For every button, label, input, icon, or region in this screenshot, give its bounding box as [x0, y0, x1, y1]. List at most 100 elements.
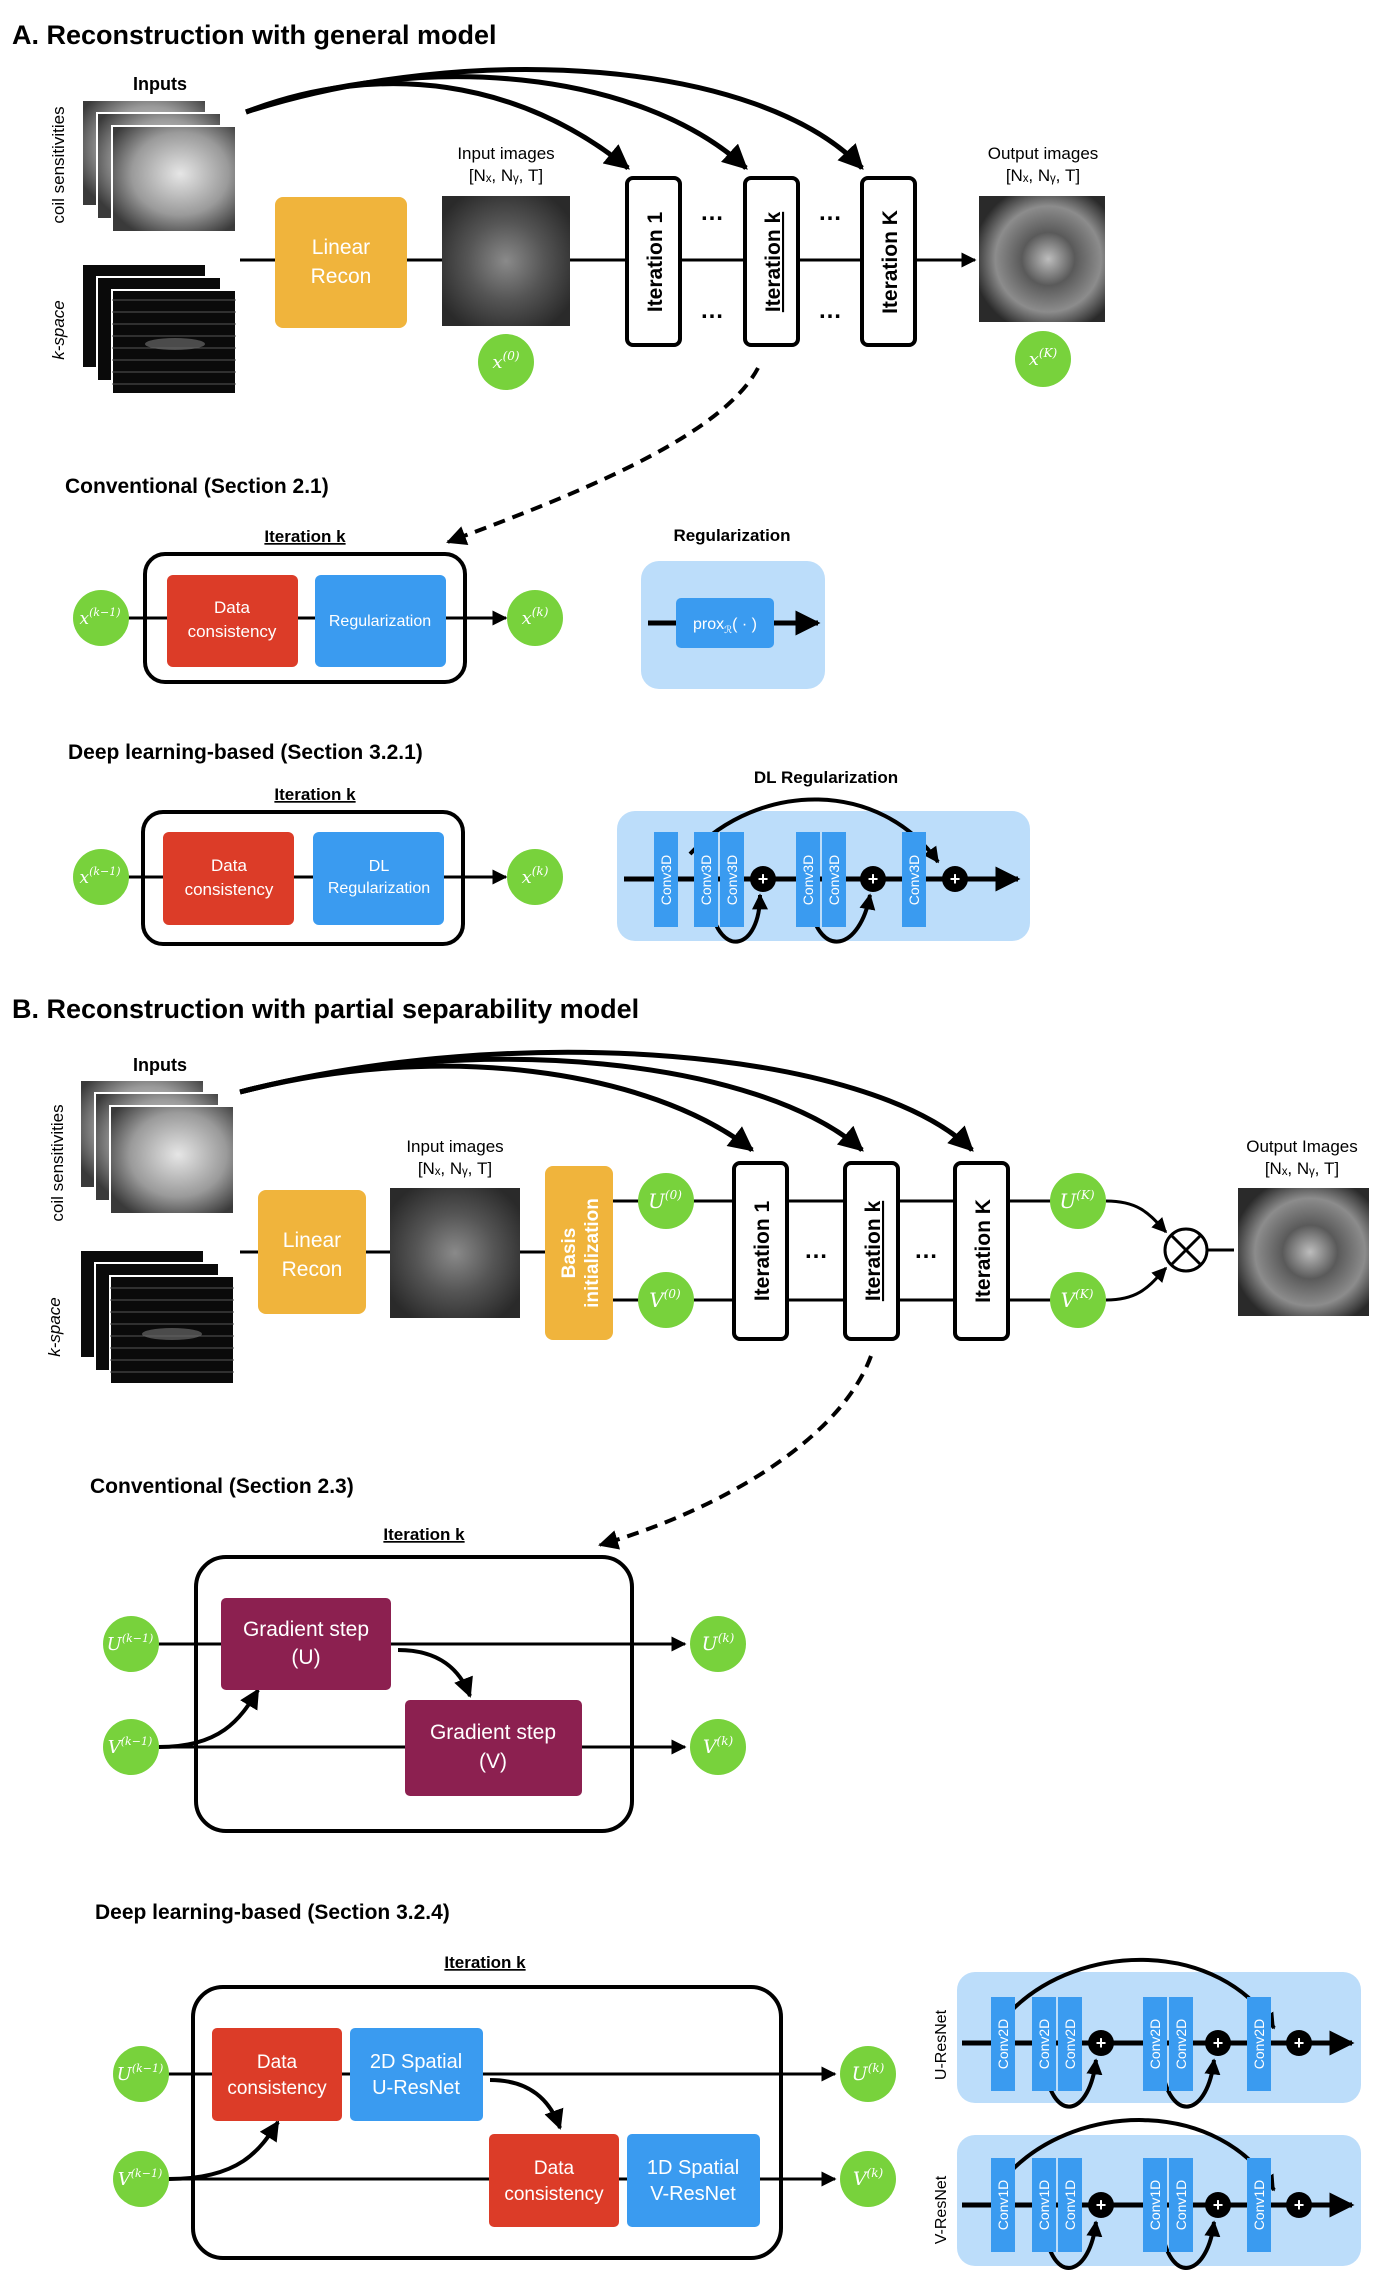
conv3d-label-1: Conv3D	[658, 855, 674, 906]
conv2d-block-1	[991, 1997, 1015, 2091]
dc-u-label-2: consistency	[227, 2078, 327, 2099]
gradient-step-U-box	[221, 1598, 391, 1690]
panel-a: A. Reconstruction with general model Inp…	[12, 20, 1105, 946]
conv2d-block-3	[1058, 1997, 1082, 2091]
output-image	[979, 196, 1105, 322]
gradV-label-2: (V)	[479, 1750, 507, 1773]
plus-nodes-v: + + +	[1088, 2192, 1312, 2218]
dc-v-label-2: consistency	[504, 2184, 604, 2205]
data-label-2: consistency	[188, 622, 277, 641]
iterk-frame-b-dl	[191, 1985, 783, 2260]
v-resnet-box	[627, 2134, 760, 2227]
conv1d-block-6	[1247, 2158, 1271, 2252]
dl-reg-label-2: Regularization	[328, 880, 430, 897]
output-images-label-b: Output Images	[1246, 1137, 1358, 1156]
svg-text:+: +	[1294, 2033, 1305, 2053]
Vk-node	[690, 1719, 746, 1775]
linear-recon-label-2: Recon	[311, 265, 372, 288]
iteration-1-box-b[interactable]	[732, 1161, 789, 1341]
svg-text:+: +	[758, 869, 769, 889]
Uk-node	[690, 1616, 746, 1672]
data-consistency-box-a-conv	[167, 575, 298, 667]
reg-title: Regularization	[673, 526, 790, 545]
Vk-node-dl	[840, 2151, 896, 2207]
input-images-label-b: Input images	[406, 1137, 503, 1156]
conv1d-block-1	[991, 2158, 1015, 2252]
iteration-K-box-b[interactable]	[953, 1161, 1010, 1341]
gradV-label-1: Gradient step	[430, 1721, 556, 1744]
xk-node-a-conv	[507, 590, 563, 646]
u-resnet-label-2: U-ResNet	[372, 2077, 460, 2099]
v-resnet-label-1: 1D Spatial	[647, 2157, 739, 2179]
dlreg-title: DL Regularization	[754, 768, 898, 787]
xkm1-node-a-dl	[73, 849, 129, 905]
data-consistency-v-box	[489, 2134, 619, 2227]
iteration-K-box[interactable]	[860, 176, 917, 347]
svg-text:+: +	[1294, 2195, 1305, 2215]
conv2d-label-1: Conv2D	[995, 2019, 1011, 2070]
input-image-b	[390, 1188, 520, 1318]
xkm1-node-a-conv	[73, 590, 129, 646]
iteration-K-label: Iteration K	[879, 210, 902, 314]
output-images-dims-b: [Nₓ, Nᵧ, T]	[1265, 1159, 1339, 1178]
dl-regularization-box	[313, 832, 444, 925]
dots-b-2: …	[914, 1237, 938, 1264]
conv1d-label-6: Conv1D	[1251, 2180, 1267, 2231]
conv2d-label-4: Conv2D	[1147, 2019, 1163, 2070]
kspace-images-b	[79, 1249, 235, 1385]
VK-node	[1050, 1272, 1106, 1328]
UK-node	[1050, 1173, 1106, 1229]
conv3d-label-2: Conv3D	[698, 855, 714, 906]
iteration-1-box[interactable]	[625, 176, 682, 347]
Ukm1-node	[103, 1616, 159, 1672]
dl-heading-b: Deep learning-based (Section 3.2.4)	[95, 1901, 450, 1924]
conv-heading-b: Conventional (Section 2.3)	[90, 1475, 354, 1498]
conv3d-label-5: Conv3D	[826, 855, 842, 906]
iterk-label-b-dl: Iteration k	[444, 1953, 526, 1972]
data-label-dl-1: Data	[211, 856, 247, 875]
conv3d-block-5	[822, 832, 846, 927]
Ukm1-node-dl	[113, 2046, 169, 2102]
kspace-images	[81, 263, 237, 395]
iteration-1-label: Iteration 1	[644, 212, 667, 313]
iterk-label-b-conv: Iteration k	[383, 1525, 465, 1544]
Vkm1-node	[103, 1719, 159, 1775]
input-image	[442, 196, 570, 326]
dots-1: …	[700, 199, 724, 226]
input-images-dims: [Nₓ, Nᵧ, T]	[469, 166, 543, 185]
conv1d-label-4: Conv1D	[1147, 2180, 1163, 2231]
conv1d-label-1: Conv1D	[995, 2180, 1011, 2231]
coil-sensitivities-label: coil sensitivities	[49, 106, 68, 223]
prox-box	[676, 598, 774, 648]
data-consistency-u-box	[212, 2028, 342, 2121]
conv1d-block-4	[1143, 2158, 1167, 2252]
conv1d-block-2	[1032, 2158, 1056, 2252]
conv3d-block-1	[654, 832, 678, 927]
coil-sensitivity-images	[81, 99, 237, 233]
conv2d-block-4	[1143, 1997, 1167, 2091]
iteration-k-box-b[interactable]	[843, 1161, 900, 1341]
conv1d-block-3	[1058, 2158, 1082, 2252]
conv2d-blocks: Conv2D Conv2D Conv2D Conv2D Conv2D Conv2…	[991, 1997, 1271, 2091]
iteration-k-box[interactable]	[743, 176, 800, 347]
data-label-1: Data	[214, 598, 250, 617]
panel-b-title: B. Reconstruction with partial separabil…	[12, 994, 639, 1024]
conv3d-label-3: Conv3D	[724, 855, 740, 906]
Uk-node-dl	[840, 2046, 896, 2102]
svg-text:+: +	[1213, 2195, 1224, 2215]
inputs-label-b: Inputs	[133, 1055, 187, 1075]
data-consistency-box-a-dl	[163, 832, 294, 925]
dots-4: …	[818, 297, 842, 324]
conv-heading-a: Conventional (Section 2.1)	[65, 475, 329, 498]
regularization-label: Regularization	[329, 613, 431, 630]
conv2d-label-5: Conv2D	[1173, 2019, 1189, 2070]
u-resnet-label-1: 2D Spatial	[370, 2051, 462, 2073]
inputs-label: Inputs	[133, 74, 187, 94]
dl-heading-a: Deep learning-based (Section 3.2.1)	[68, 741, 423, 764]
conv3d-blocks: Conv3D Conv3D Conv3D Conv3D Conv3D Conv3…	[654, 832, 926, 927]
coil-sensitivity-images-b	[79, 1079, 235, 1215]
svg-text:+: +	[1096, 2195, 1107, 2215]
conv1d-blocks: Conv1D Conv1D Conv1D Conv1D Conv1D Conv1…	[991, 2158, 1271, 2252]
conv3d-block-6	[902, 832, 926, 927]
